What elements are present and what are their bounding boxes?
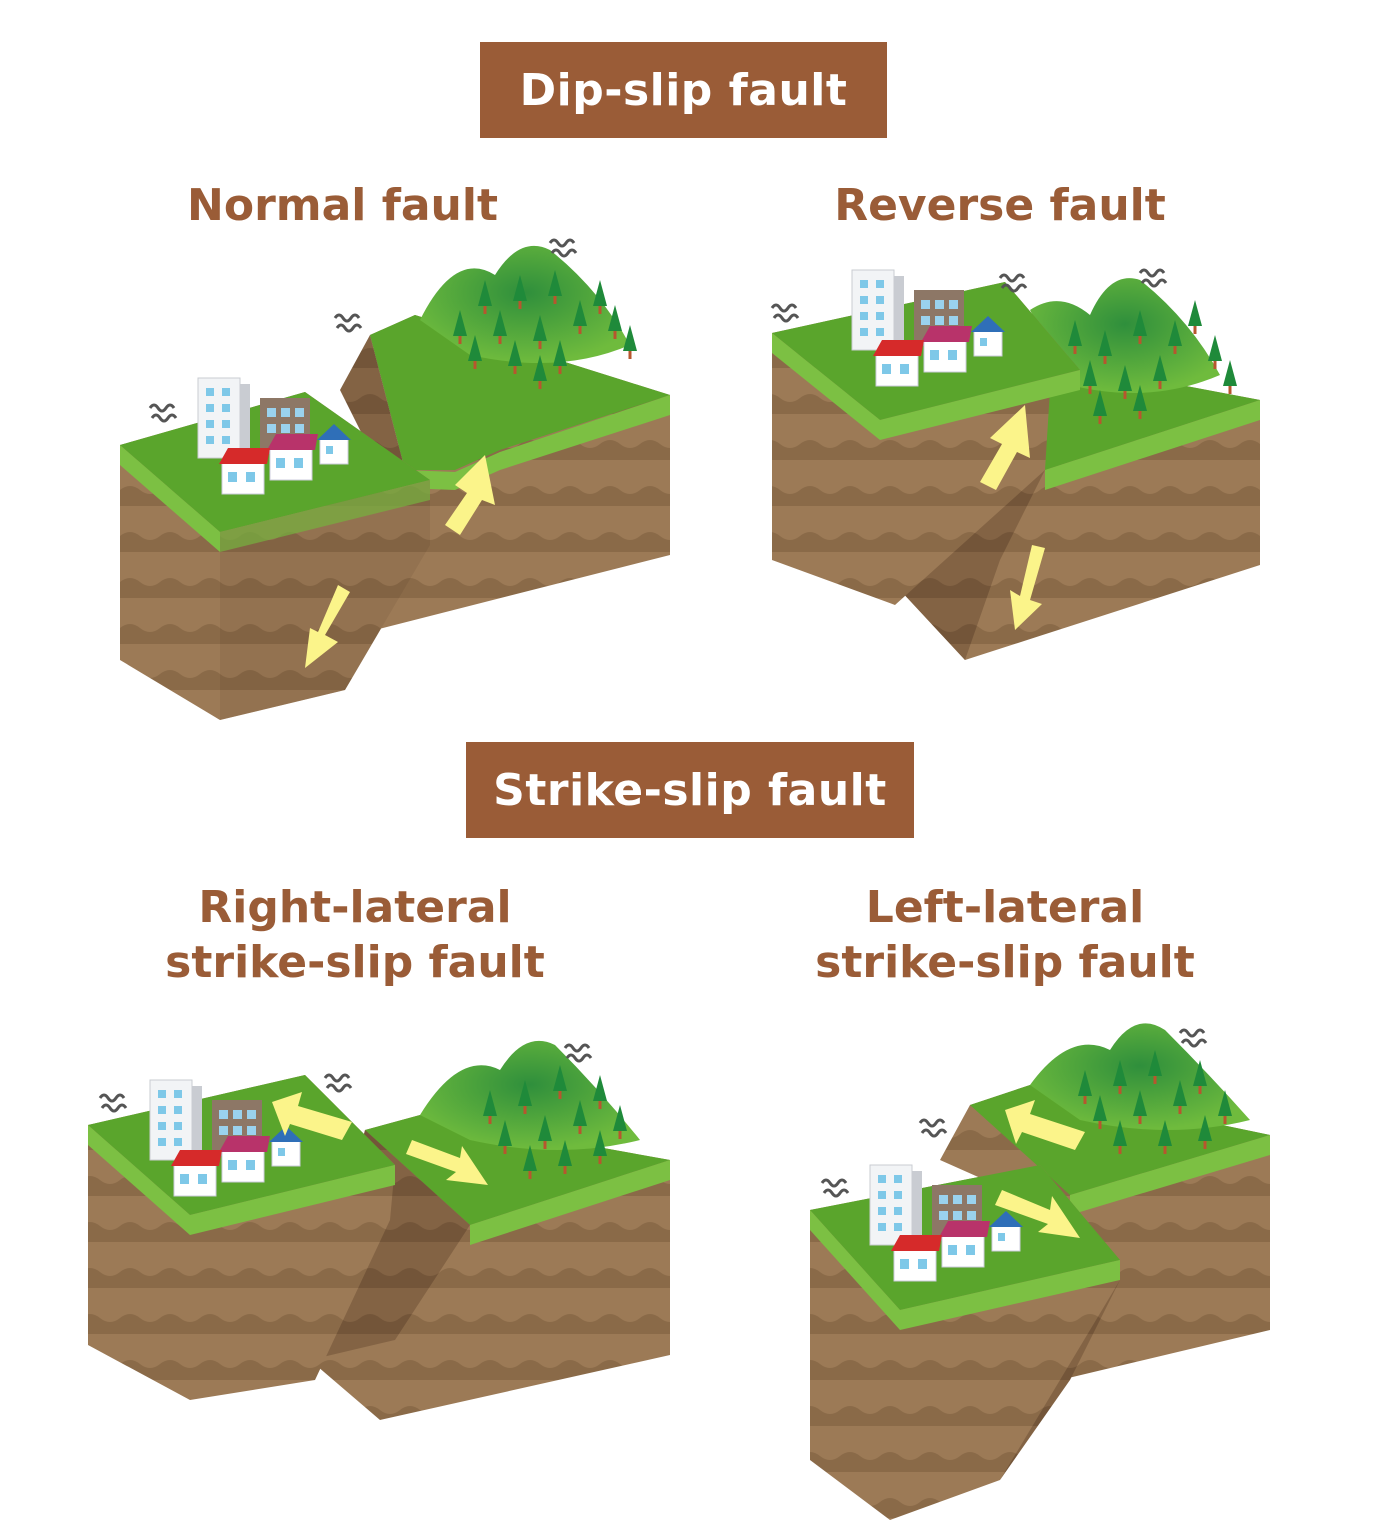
right-lateral-strike-slip-diagram	[88, 1040, 670, 1420]
strike-slip-title: Strike-slip fault	[493, 764, 887, 816]
left-lateral-title: Left-lateral strike-slip fault	[800, 880, 1210, 990]
movement-arrow-icon	[272, 1092, 488, 1185]
left-lateral-title-line1: Left-lateral	[865, 882, 1145, 933]
normal-fault-diagram	[120, 238, 670, 720]
right-lateral-title-line2: strike-slip fault	[165, 937, 545, 988]
dip-slip-title: Dip-slip fault	[519, 64, 848, 116]
dip-slip-banner: Dip-slip fault	[480, 42, 887, 138]
movement-arrow-icon	[305, 455, 495, 668]
movement-arrow-icon	[980, 405, 1045, 630]
reverse-fault-diagram	[770, 268, 1260, 660]
normal-fault-title: Normal fault	[187, 180, 498, 231]
hill-shape	[1030, 278, 1220, 393]
movement-arrow-icon	[995, 1100, 1085, 1238]
strike-slip-banner: Strike-slip fault	[466, 742, 914, 838]
hill-shape	[420, 245, 630, 363]
reverse-fault-title: Reverse fault	[834, 180, 1166, 231]
left-lateral-strike-slip-diagram	[810, 1023, 1270, 1520]
right-lateral-title: Right-lateral strike-slip fault	[150, 880, 560, 990]
left-lateral-title-line2: strike-slip fault	[815, 937, 1195, 988]
right-lateral-title-line1: Right-lateral	[198, 882, 512, 933]
